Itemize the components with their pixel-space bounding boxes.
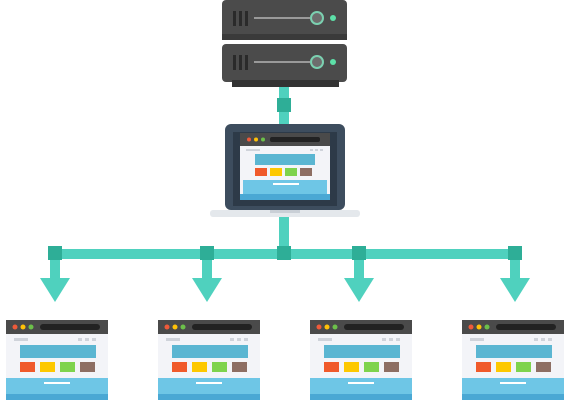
laptop-website (240, 133, 330, 200)
client-browser-window (158, 320, 260, 400)
server-power-button (310, 55, 324, 69)
laptop-icon (210, 124, 360, 217)
connector-drop-3 (354, 254, 364, 280)
connector-joint (277, 98, 291, 112)
connector-joint (508, 246, 522, 260)
arrow-down-icon (40, 278, 70, 302)
website-banner (172, 345, 248, 358)
connector-drop-2 (202, 254, 212, 280)
client-browser-window (462, 320, 564, 400)
connector-drop-4 (510, 254, 520, 280)
connector-joint (277, 246, 291, 260)
client-browser-window (310, 320, 412, 400)
browser-window-icon (158, 320, 260, 400)
server-power-button (310, 11, 324, 25)
server-led (330, 15, 336, 21)
browser-window-icon (6, 320, 108, 400)
connector-lines (40, 86, 530, 302)
connector-laptop-bus (279, 216, 289, 256)
website-banner (476, 345, 552, 358)
arrow-down-icon (500, 278, 530, 302)
browser-window-icon (310, 320, 412, 400)
server-icon (222, 0, 347, 87)
arrow-down-icon (344, 278, 374, 302)
laptop-base (210, 210, 360, 217)
browser-window-icon (462, 320, 564, 400)
arrow-down-icon (192, 278, 222, 302)
server-vents (233, 55, 248, 70)
connector-drop-1 (50, 254, 60, 280)
website-banner (324, 345, 400, 358)
connector-joint (48, 246, 62, 260)
website-banner (20, 345, 96, 358)
connector-joint (200, 246, 214, 260)
connector-joint (352, 246, 366, 260)
server-vents (233, 11, 248, 26)
client-browser-window (6, 320, 108, 400)
server-led (330, 59, 336, 65)
